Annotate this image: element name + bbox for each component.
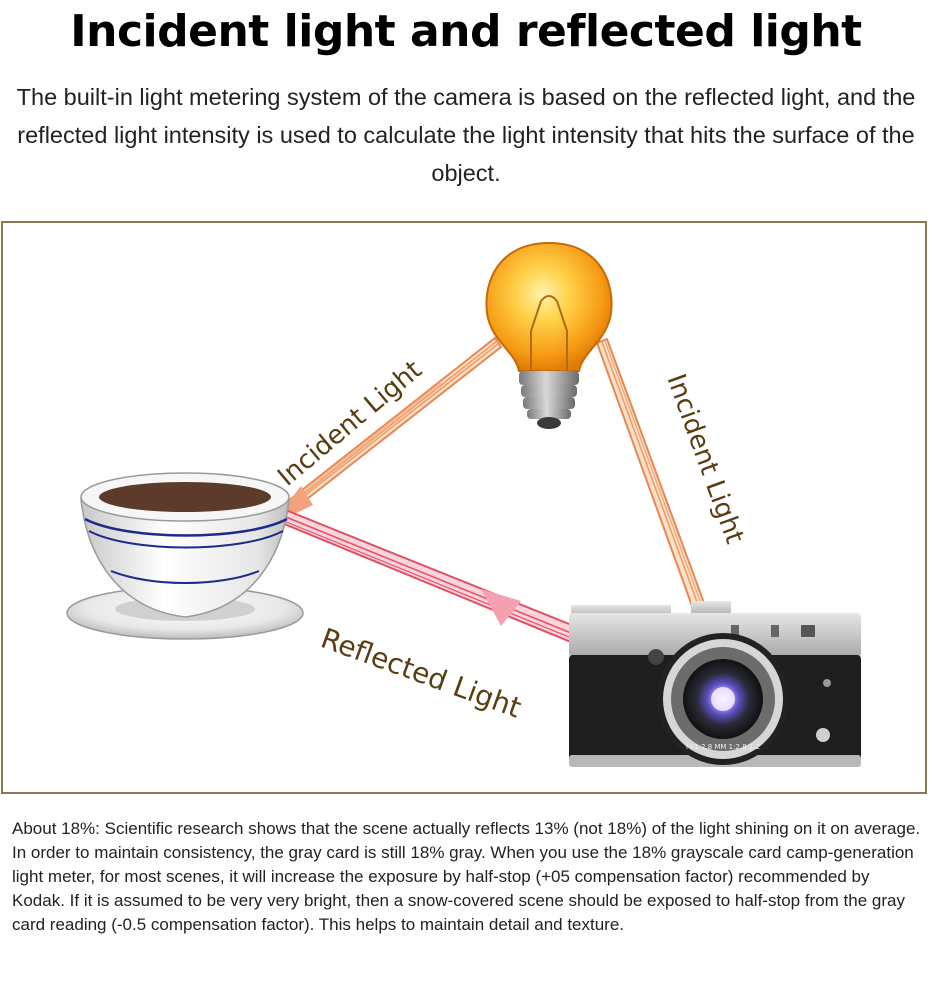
- incident-beam-left: [269, 336, 503, 526]
- coffee-cup-icon: [66, 472, 304, 640]
- reflected-light-label: Reflected Light: [317, 622, 526, 725]
- notes-paragraph-1: About 18%: Scientific research shows tha…: [12, 819, 921, 838]
- lens-text: f=1:2.8 MM 1:2.8 1:2: [686, 743, 760, 751]
- camera-icon: f=1:2.8 MM 1:2.8 1:2: [569, 601, 861, 767]
- notes-section: About 18%: Scientific research shows tha…: [12, 817, 922, 937]
- light-diagram: f=1:2.8 MM 1:2.8 1:2 Incident Light Inci…: [66, 241, 861, 767]
- light-bulb-icon: [485, 241, 613, 429]
- intro-text: The built-in light metering system of th…: [16, 84, 916, 186]
- page-title: Incident light and reflected light: [70, 6, 862, 57]
- notes-paragraph-2: In order to maintain consistency, the gr…: [12, 843, 914, 934]
